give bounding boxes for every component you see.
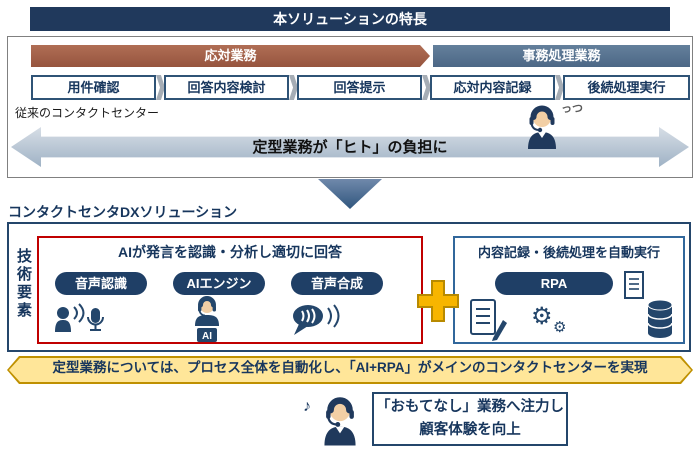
speech-recognition-pill: 音声認識 <box>55 272 147 295</box>
plus-icon <box>417 280 459 322</box>
step-label: 回答提示 <box>333 80 386 95</box>
result-banner-text: 定型業務については、プロセス全体を自動化し、「AI+RPA」がメインのコンタクト… <box>52 360 648 375</box>
step-confirm-request: 用件確認 <box>31 75 156 100</box>
tech-elements-panel: 技術要素 AIが発言を認識・分析し適切に回答 音声認識 AIエンジン 音声合成 <box>7 222 691 352</box>
step-consider-answer: 回答内容検討 <box>164 75 289 100</box>
ai-answer-box: AIが発言を認識・分析し適切に回答 音声認識 AIエンジン 音声合成 <box>37 236 423 344</box>
rpa-auto-box: 内容記録・後続処理を自動実行 RPA ⚙ ⚙ <box>453 236 685 344</box>
step-arrow-icon <box>156 75 165 100</box>
category-clerical-work: 事務処理業務 <box>433 45 690 67</box>
gear-icon: ⚙ <box>531 303 553 330</box>
document-icon <box>624 271 644 299</box>
workflow-panel: 応対業務 事務処理業務 用件確認 回答内容検討 回答提示 応対内容記録 後続処理… <box>7 36 693 178</box>
operator-headset-icon <box>528 105 556 149</box>
ai-badge: AI <box>202 331 212 342</box>
legacy-contact-center-label: 従来のコンタクトセンター <box>15 106 160 120</box>
customer-experience-line1: 「おもてなし」業務へ注力し <box>376 399 564 415</box>
ai-engine-icon: AI <box>195 296 219 342</box>
customer-experience-line2: 顧客体験を向上 <box>419 422 521 438</box>
step-arrow-icon <box>422 75 431 100</box>
burden-text: 定型業務が「ヒト」の負担に <box>252 139 448 156</box>
rpa-pill: RPA <box>495 272 613 295</box>
down-arrow-icon <box>318 179 382 209</box>
speech-synthesis-pill: 音声合成 <box>291 272 383 295</box>
page-title: 本ソリューションの特長 <box>30 7 670 31</box>
ai-box-title: AIが発言を認識・分析し適切に回答 <box>118 244 342 260</box>
step-label: 後続処理実行 <box>587 80 666 95</box>
checklist-pencil-icon <box>470 299 507 341</box>
operator-headset-icon <box>324 397 356 446</box>
step-label: 回答内容検討 <box>187 80 266 95</box>
gear-icon: ⚙ <box>553 319 567 336</box>
result-banner: 定型業務については、プロセス全体を自動化し、「AI+RPA」がメインのコンタクト… <box>7 356 693 384</box>
step-post-processing: 後続処理実行 <box>563 75 690 100</box>
result-banner-fill <box>9 358 691 382</box>
step-label: 用件確認 <box>67 80 120 95</box>
database-icon <box>647 299 673 338</box>
step-record-contents: 応対内容記録 <box>430 75 555 100</box>
rpa-box-title: 内容記録・後続処理を自動実行 <box>477 245 660 260</box>
customer-experience-box: 「おもてなし」業務へ注力し 顧客体験を向上 <box>372 392 568 446</box>
step-arrow-icon <box>555 75 564 100</box>
speech-recognition-icon <box>55 303 104 332</box>
step-arrow-icon <box>289 75 298 100</box>
category-response-work: 応対業務 <box>31 45 430 67</box>
ai-engine-pill: AIエンジン <box>173 272 265 295</box>
dx-solution-heading: コンタクトセンタDXソリューション <box>8 204 238 220</box>
speech-synthesis-icon <box>293 304 340 335</box>
gears-icon: ⚙ ⚙ <box>531 300 575 342</box>
step-label: 応対内容記録 <box>453 80 532 95</box>
music-note-icon: ♪ <box>303 398 311 415</box>
step-present-answer: 回答提示 <box>297 75 422 100</box>
stress-mark: っつ <box>561 103 583 115</box>
tech-elements-label: 技術要素 <box>15 248 32 320</box>
